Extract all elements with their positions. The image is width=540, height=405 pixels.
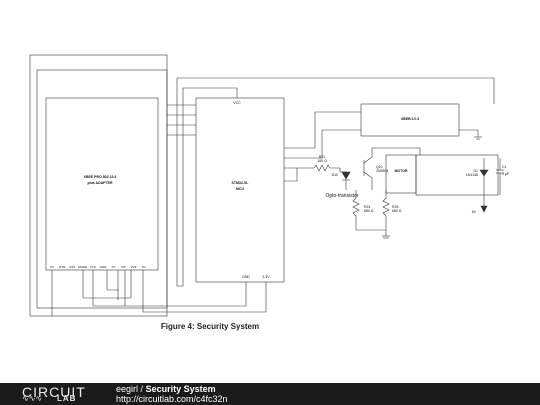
wire-adapter-pin-c [92,270,125,307]
transistor-name: Q10 [376,165,383,169]
mcu-subname: MCU [236,187,244,191]
adapter-pin-label: 5V [50,265,54,269]
adapter-pin-label: RTS [69,265,75,269]
motor-outline [415,154,499,196]
wire-led [339,168,347,173]
mcu-pin-3v3: 3.3V [262,275,270,279]
adapter-pin-label: GND [100,265,108,269]
adapter-pin-label: DTR [59,265,66,269]
wire-adapter-pin-g [142,270,267,313]
led-name: D10 [332,173,338,177]
resistor-r21 [313,164,340,172]
r25-value: 680 Ω [392,209,402,213]
xbee-name: XBEE/1.0.3 [401,117,419,121]
wire-mcu-low [284,168,298,182]
adapter-outer-border [29,54,168,317]
cap-name: C1 [502,165,507,169]
transistor-emitter [363,171,373,190]
r21-value: 180 Ω [317,159,327,163]
adapter-pin-label: RX [121,265,125,269]
adapter-pin-label: 5V [142,265,146,269]
figure-caption: Figure 4: Security System [160,322,260,331]
xbee-block [360,103,460,137]
resistor-r24 [352,197,386,231]
resistor-r25 [382,190,390,236]
wire-top-bus [177,77,495,104]
adapter-mid-border [36,69,168,309]
diode-d1 [479,169,489,177]
adapter-block [45,97,159,271]
circuitlab-logo-wave-icon: ∿∿∿ [22,394,43,403]
adapter-pin-label: 3V3 [131,265,137,269]
title-separator: / [140,384,144,394]
circuit-schematic: XBEE PRO 802.15.4 plus ADAPTER STM32-XL … [29,54,509,317]
vsource-arrow [480,205,488,213]
author-link[interactable]: eegirl [116,384,139,394]
led-d10 [341,171,351,180]
circuitlab-logo-lab: LAB [57,394,77,403]
adapter-subname: plus ADAPTER [88,181,113,185]
transistor-part: 2N3904 [376,169,388,173]
adapter-pin-label: TX [111,265,115,269]
wire-adapter-pin-d [106,270,119,291]
wire-mcu-xbee-2 [284,129,361,159]
r24-value: 680 Ω [364,209,374,213]
mcu-pin-gnd: GND [242,275,250,279]
mcu-pin-top: VCC [233,101,241,105]
motor-block [385,154,417,194]
r21-name: R21 [319,155,325,159]
wire-adapter-pin-b [82,270,131,299]
footer-title: eegirl / Security System [116,384,216,394]
cap-value: 1 µF [502,172,509,176]
diode-part: 1N4148 [466,173,478,177]
wire-adapter-pin-h [124,270,247,307]
motor-label: MOTOR [395,169,408,173]
wire-top-bus-left [176,78,238,287]
diode-name: D1 [474,169,479,173]
mcu-block [195,97,285,283]
transistor-collector [363,147,421,164]
opto-label: Opto-transistor [325,193,358,199]
mcu-name: STM32-XL [232,181,250,185]
r25-name: R25 [392,205,398,209]
adapter-pin-label: MODE [78,265,87,269]
circuit-title: Security System [145,384,216,394]
footer-bar: CIRCUIT ∿∿∿ LAB eegirl / Security System… [0,383,540,405]
vsource-label: 6V [472,210,477,214]
circuit-url[interactable]: http://circuitlab.com/c4fc32n [116,394,228,404]
wire-mcu-xbee-1 [284,111,361,149]
adapter-name: XBEE PRO 802.15.4 [84,175,117,179]
r24-name: R24 [364,205,370,209]
circuitlab-logo[interactable]: CIRCUIT [22,384,86,400]
wire-xbee-gnd [459,129,479,137]
adapter-pin-label: CTS [90,265,96,269]
